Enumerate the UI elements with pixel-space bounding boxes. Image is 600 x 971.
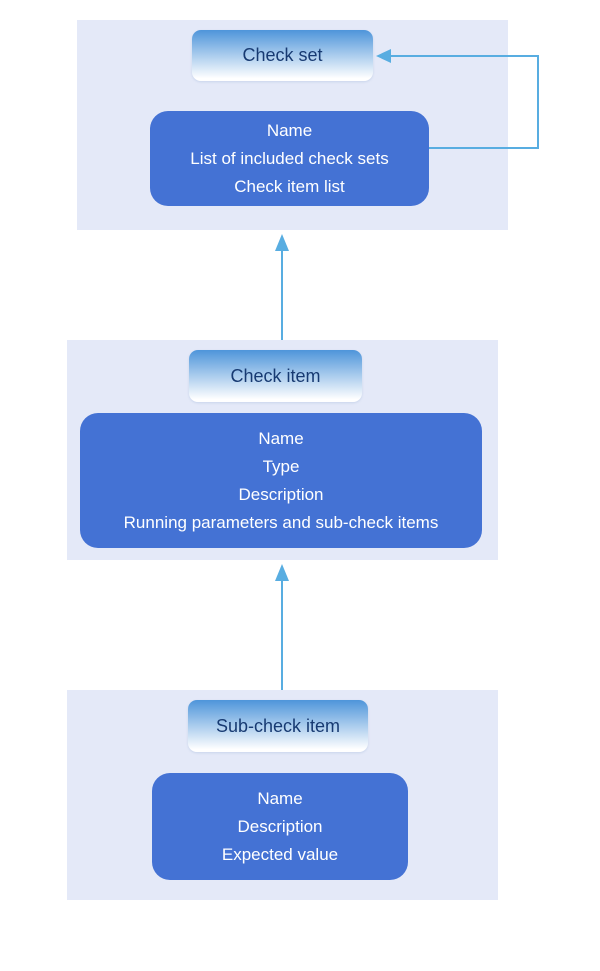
check-item-header: Check item <box>189 350 362 402</box>
arrowhead-up-icon <box>275 234 289 251</box>
arrowhead-up-icon <box>275 564 289 581</box>
attribute-line: Name <box>257 788 303 808</box>
check-item-header-label: Check item <box>230 365 321 386</box>
attribute-line: Description <box>238 484 324 504</box>
check-set-attributes-box: Name List of included check sets Check i… <box>150 111 429 206</box>
check-item-to-check-set-arrow <box>275 234 289 340</box>
check-set-header-label: Check set <box>242 45 323 65</box>
attribute-line: Type <box>262 456 300 476</box>
attribute-line: Name <box>258 428 304 448</box>
sub-check-item-header: Sub-check item <box>188 700 368 752</box>
attribute-line: Name <box>266 120 313 140</box>
check-item-attributes-box: Name Type Description Running parameters… <box>80 413 482 548</box>
attribute-line: Check item list <box>234 176 345 196</box>
attribute-line: List of included check sets <box>190 148 389 168</box>
sub-check-item-header-label: Sub-check item <box>215 715 341 736</box>
attribute-line: Description <box>237 816 323 836</box>
attribute-line: Expected value <box>221 844 339 864</box>
check-set-header: Check set <box>192 30 373 81</box>
sub-check-item-to-check-item-arrow <box>275 564 289 690</box>
sub-check-item-attributes-box: Name Description Expected value <box>152 773 408 880</box>
attribute-line: Running parameters and sub-check items <box>123 512 439 532</box>
